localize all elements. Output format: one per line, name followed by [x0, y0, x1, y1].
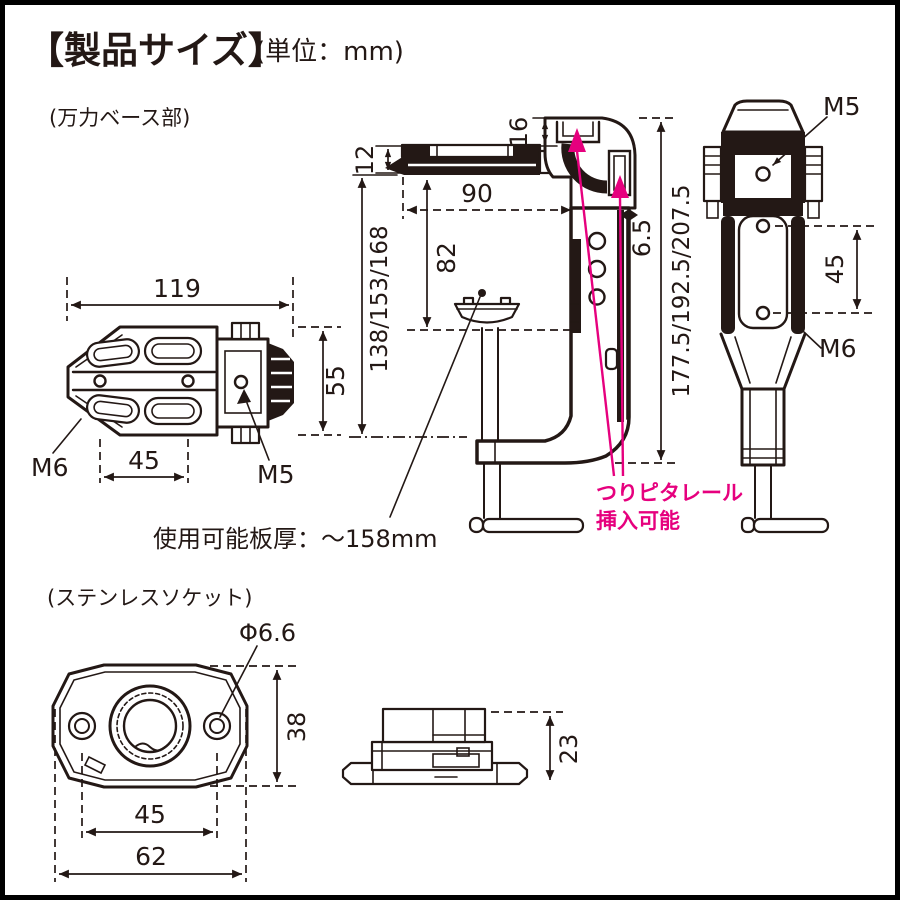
dim-sideview-opening: 82 — [432, 242, 461, 274]
page-title: 【製品サイズ】 — [27, 29, 285, 72]
dim-socket-depth: 38 — [283, 712, 311, 743]
clamp-handle-front — [752, 517, 830, 534]
rail-note-line1: つりピタレール — [596, 481, 743, 505]
title-block: 【製品サイズ】 (単位：mm) (万力ベース部) (ステンレスソケット) — [27, 29, 404, 610]
dim-socket-height: 23 — [555, 734, 583, 765]
vise-top-view: 119 55 45 M6 M5 — [31, 274, 350, 489]
gap-dim-marker — [620, 209, 638, 221]
clamp-handle — [481, 517, 585, 534]
dim-topview-pitch: 45 — [128, 446, 160, 475]
dim-socket-hole-dia: Φ6.6 — [239, 619, 296, 647]
dim-socket-width: 62 — [135, 842, 167, 871]
rail-note-line2: 挿入可能 — [596, 509, 680, 533]
dim-socket-pitch: 45 — [134, 800, 166, 829]
socket-top-view: Φ6.6 38 45 62 — [51, 619, 311, 882]
dim-topview-height: 55 — [321, 365, 350, 397]
dim-sideview-reach: 90 — [461, 179, 493, 208]
vise-section-label: (万力ベース部) — [49, 106, 190, 130]
label-topview-m6: M6 — [31, 453, 68, 482]
plate-thickness-note: 使用可能板厚：～158mm — [153, 525, 438, 553]
rail-insert-arrow-top — [568, 128, 586, 152]
dim-sideview-slot-height: 16 — [505, 117, 533, 148]
label-frontview-m5: M5 — [823, 92, 860, 121]
socket-side-view: 23 — [341, 707, 583, 786]
title-unit: (単位：mm) — [255, 37, 404, 67]
m5-leader-arrow — [237, 389, 251, 404]
dim-sideview-base-heights: 138/153/168 — [367, 225, 393, 372]
label-frontview-m6: M6 — [819, 334, 856, 363]
dim-sideview-total-heights: 177.5/192.5/207.5 — [669, 184, 695, 397]
vise-front-view: M5 45 M6 — [702, 92, 877, 534]
rail-insert-arrow-side — [611, 175, 629, 198]
label-topview-m5: M5 — [257, 460, 294, 489]
technical-drawing: 【製品サイズ】 (単位：mm) (万力ベース部) (ステンレスソケット) — [27, 29, 877, 882]
pad-ball-detail — [478, 289, 486, 297]
dim-sideview-rail-height: 12 — [351, 145, 379, 176]
dim-sideview-gap: 6.5 — [628, 219, 656, 257]
vise-side-view: 12 16 138/153/168 82 90 6.5 177.5/192.5/… — [153, 116, 743, 553]
dim-frontview-pitch: 45 — [821, 254, 849, 285]
socket-section-label: (ステンレスソケット) — [47, 586, 252, 610]
dim-topview-width: 119 — [153, 274, 201, 303]
